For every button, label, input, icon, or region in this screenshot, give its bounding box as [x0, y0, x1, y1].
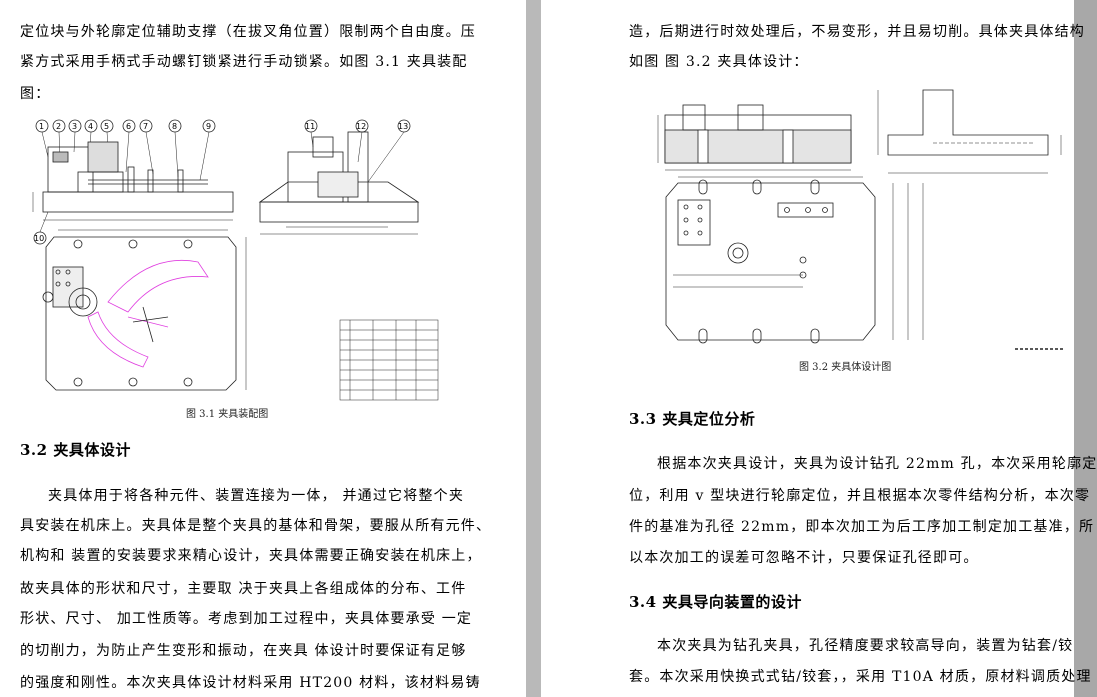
callout-9: 9 — [202, 119, 216, 133]
document-page-left: 定位块与外轮廓定位辅助支撑（在拔叉角位置）限制两个自由度。压 紧方式采用手柄式手… — [0, 0, 526, 697]
text-line: 位，利用 v 型块进行轮廓定位，并且根据本次零件结构分析，本次零 — [629, 488, 1091, 504]
text-line: 造，后期进行时效处理后，不易变形，并且易切削。具体夹具体结构 — [629, 24, 1085, 40]
plan-view — [665, 176, 924, 344]
text-line: 图： — [20, 86, 51, 102]
svg-text:6: 6 — [126, 122, 131, 131]
callout-6: 6 — [122, 119, 136, 133]
svg-text:1: 1 — [39, 122, 44, 131]
text-line: 的切削力，为防止产生变形和振动，在夹具 体设计时要保证有足够 — [20, 643, 467, 659]
text-line: 形状、尺寸、 加工性质等。考虑到加工过程中，夹具体要承受 一定 — [20, 611, 473, 627]
callout-5: 5 — [100, 119, 114, 133]
svg-text:5: 5 — [104, 122, 109, 131]
callout-2: 2 — [52, 119, 66, 133]
callout-11: 11 — [304, 119, 318, 133]
figure-caption: 图 3.2 夹具体设计图 — [799, 362, 892, 373]
fixture-body-drawing — [657, 89, 1065, 350]
svg-text:13: 13 — [398, 122, 408, 131]
text-line: 具安装在机床上。夹具体是整个夹具的基体和骨架，要服从所有元件、 — [20, 518, 492, 534]
text-line: 紧方式采用手柄式手动螺钉锁紧进行手动锁紧。如图 3.1 夹具装配 — [20, 54, 468, 70]
svg-text:4: 4 — [88, 122, 93, 131]
callout-12: 12 — [355, 119, 369, 133]
text-line: 根据本次夹具设计，夹具为设计钻孔 22mm 孔，本次采用轮廓定 — [657, 456, 1097, 472]
figure-caption: 图 3.1 夹具装配图 — [186, 409, 269, 420]
side-view — [258, 131, 420, 235]
callout-7: 7 — [139, 119, 153, 133]
svg-text:8: 8 — [172, 122, 177, 131]
text-line: 以本次加工的误差可忽略不计，只要保证孔径即可。 — [629, 550, 979, 566]
svg-text:3: 3 — [72, 122, 77, 131]
svg-text:9: 9 — [206, 122, 211, 131]
svg-text:2: 2 — [56, 122, 61, 131]
section-view — [657, 104, 852, 171]
text-line: 的强度和刚性。本次夹具体设计材料采用 HT200 材料，该材料易铸 — [20, 675, 481, 691]
callout-4: 4 — [84, 119, 98, 133]
text-line: 夹具体用于将各种元件、装置连接为一体， 并通过它将整个夹 — [48, 488, 465, 504]
svg-text:7: 7 — [143, 122, 148, 131]
section-heading: 3.3 夹具定位分析 — [629, 410, 756, 428]
plan-view — [42, 229, 247, 391]
side-view — [877, 89, 1062, 174]
callout-10: 10 — [33, 231, 47, 245]
text-line: 定位块与外轮廓定位辅助支撑（在拔叉角位置）限制两个自由度。压 — [20, 24, 476, 40]
section-heading: 3.2 夹具体设计 — [20, 441, 131, 459]
front-view — [32, 141, 234, 221]
text-line: 机构和 装置的安装要求来精心设计，夹具体需要正确安装在机床上， — [20, 548, 482, 564]
text-line: 件的基准为孔径 22mm，即本次加工为后工序加工制定加工基准，所 — [629, 519, 1095, 535]
callout-13: 13 — [397, 119, 411, 133]
text-line: 本次夹具为钻孔夹具，孔径精度要求较高导向，装置为钻套/铰 — [657, 638, 1074, 654]
callout-1: 1 — [35, 119, 49, 133]
page-gutter — [526, 0, 541, 697]
callout-8: 8 — [168, 119, 182, 133]
text-line: 如图 图 3.2 夹具体设计： — [629, 54, 809, 70]
assembly-drawing: 1 2 3 4 5 6 7 8 9 10 11 12 13 — [32, 119, 439, 401]
section-heading: 3.4 夹具导向装置的设计 — [629, 593, 802, 611]
title-block — [339, 319, 439, 401]
svg-text:11: 11 — [305, 122, 315, 131]
svg-text:10: 10 — [34, 234, 44, 243]
text-line: 故夹具体的形状和尺寸，主要取 决于夹具上各组成体的分布、工件 — [20, 581, 467, 597]
callout-3: 3 — [68, 119, 82, 133]
text-line: 套。本次采用快换式式钻/铰套，，采用 T10A 材质，原材料调质处理 — [629, 669, 1092, 685]
svg-text:12: 12 — [356, 122, 366, 131]
document-page-right: 造，后期进行时效处理后，不易变形，并且易切削。具体夹具体结构 如图 图 3.2 … — [541, 0, 1096, 697]
